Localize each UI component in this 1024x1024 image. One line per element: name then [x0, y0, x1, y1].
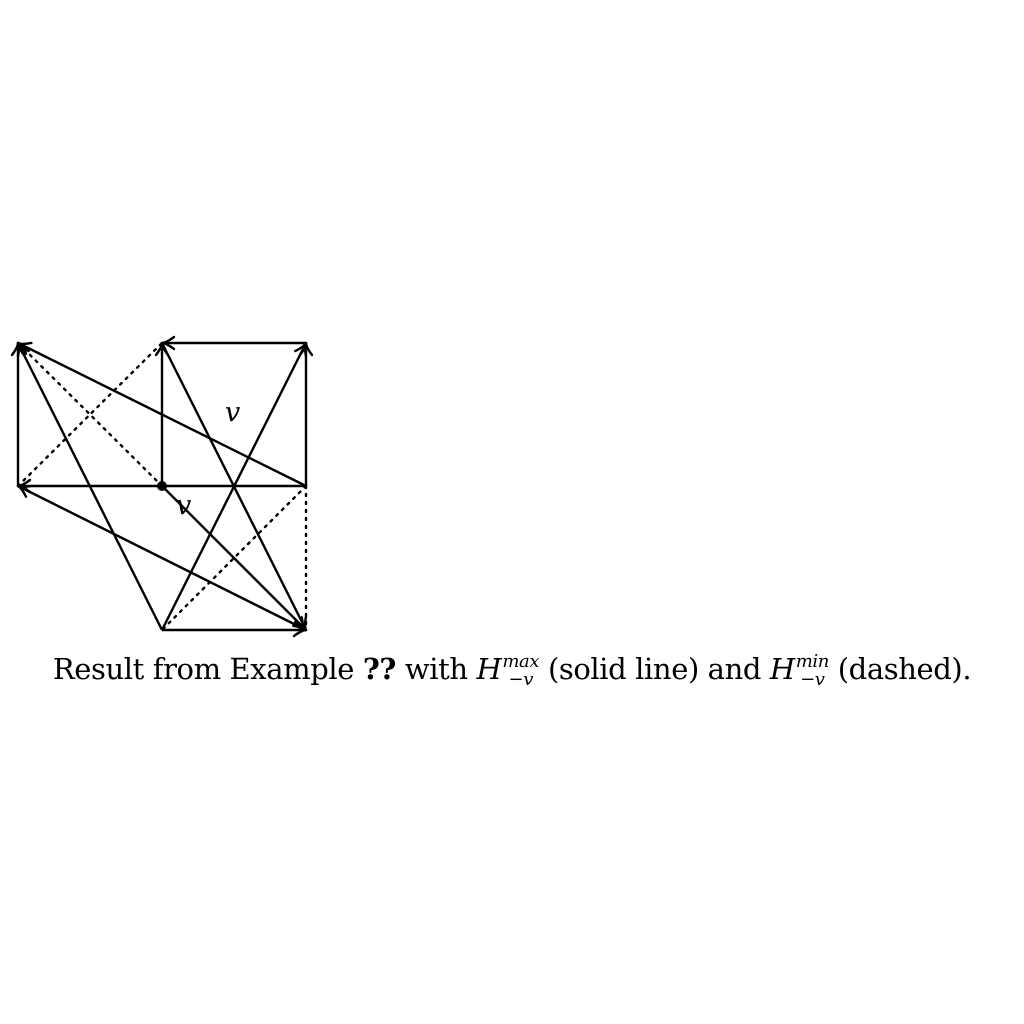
caption-reference: ??	[362, 652, 397, 686]
lower-vertex-label: v	[176, 490, 191, 521]
h-max-superscript: max	[502, 651, 540, 672]
edge-E-A-dotted	[16, 341, 164, 488]
h-min-superscript: min	[795, 651, 830, 672]
caption-middle-1: with	[396, 652, 477, 686]
arrowhead-E-H	[292, 616, 308, 632]
caption-suffix: (dashed).	[828, 652, 972, 686]
edge-H-D-solid	[17, 484, 307, 632]
arrowhead-G-A	[16, 341, 30, 358]
arrowhead-H-D	[16, 484, 33, 498]
edge-B-H-solid	[160, 342, 308, 631]
arrowhead-G-C	[294, 341, 308, 358]
edge-F-A-solid	[17, 341, 307, 488]
arrowheads-group	[10, 335, 314, 638]
h-min-symbol: H	[769, 652, 795, 686]
edge-E-H-solid	[161, 485, 307, 631]
edge-G-A-solid	[16, 342, 164, 631]
upper-vertex-label: v	[225, 397, 240, 428]
h-max-symbol: H	[476, 652, 502, 686]
edge-D-B-dotted	[16, 341, 164, 488]
caption-prefix: Result from Example	[52, 652, 363, 686]
h-min-scripts: min−v	[795, 651, 830, 690]
h-min-subscript: −v	[800, 669, 825, 690]
h-max-subscript: −v	[508, 669, 534, 690]
edge-F-G-dotted	[160, 484, 308, 632]
center-vertex-dot	[157, 481, 167, 491]
arrowhead-E-B	[154, 341, 170, 357]
h-max-scripts: max−v	[502, 653, 539, 689]
caption-middle-2: (solid line) and	[539, 652, 770, 686]
